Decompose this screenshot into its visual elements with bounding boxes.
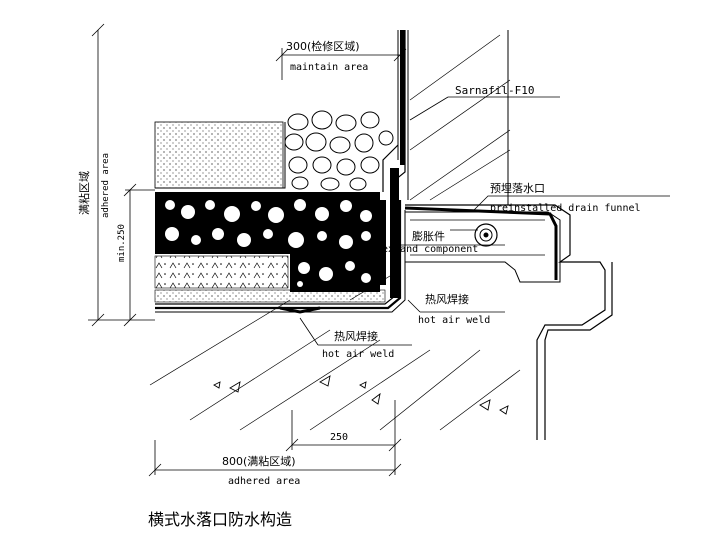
expand-component-en-label: expand component [382, 244, 478, 255]
waterproof-membrane [155, 30, 406, 314]
drain-funnel-cn-label: 预埋落水口 [490, 182, 545, 195]
hot-air-weld-1-en-label: hot air weld [418, 315, 490, 326]
pebbles [284, 110, 394, 191]
min-250-label: min.250 [117, 224, 127, 262]
maintain-area-cn-label: 300(检修区域) [286, 39, 360, 53]
hot-air-weld-2-cn-label: 热风焊接 [334, 329, 378, 343]
drawing-title: 横式水落口防水构造 [148, 510, 292, 529]
adhered-area-en-label: adhered area [101, 153, 111, 218]
bottom-dimensions [148, 400, 402, 477]
slab-hatch [149, 34, 521, 431]
hot-air-weld-2-en-label: hot air weld [322, 349, 394, 360]
vertical-dimensions [88, 23, 155, 327]
drain-funnel [404, 204, 613, 440]
drain-funnel-en-label: preinstalled drain funnel [490, 203, 641, 214]
expand-component-cn-label: 膨胀件 [412, 229, 445, 243]
leader-lines [299, 96, 670, 346]
maintain-area-en-label: maintain area [290, 62, 368, 73]
screed-layer [154, 255, 289, 289]
adhered-area-cn-label: 满粘区域 [77, 171, 91, 215]
hot-air-weld-1-cn-label: 热风焊接 [425, 292, 469, 306]
insulation-layer [154, 121, 284, 189]
dim-800-en-label: adhered area [228, 476, 300, 487]
parapet-wall [397, 30, 509, 205]
dim-250-label: 250 [330, 432, 348, 443]
membrane-label: Sarnafil-F10 [455, 84, 534, 97]
maintain-dimension [275, 48, 407, 80]
dim-800-cn-label: 800(满粘区域) [222, 454, 296, 468]
slab-aggregate [213, 375, 509, 415]
drainage-board [155, 192, 380, 292]
